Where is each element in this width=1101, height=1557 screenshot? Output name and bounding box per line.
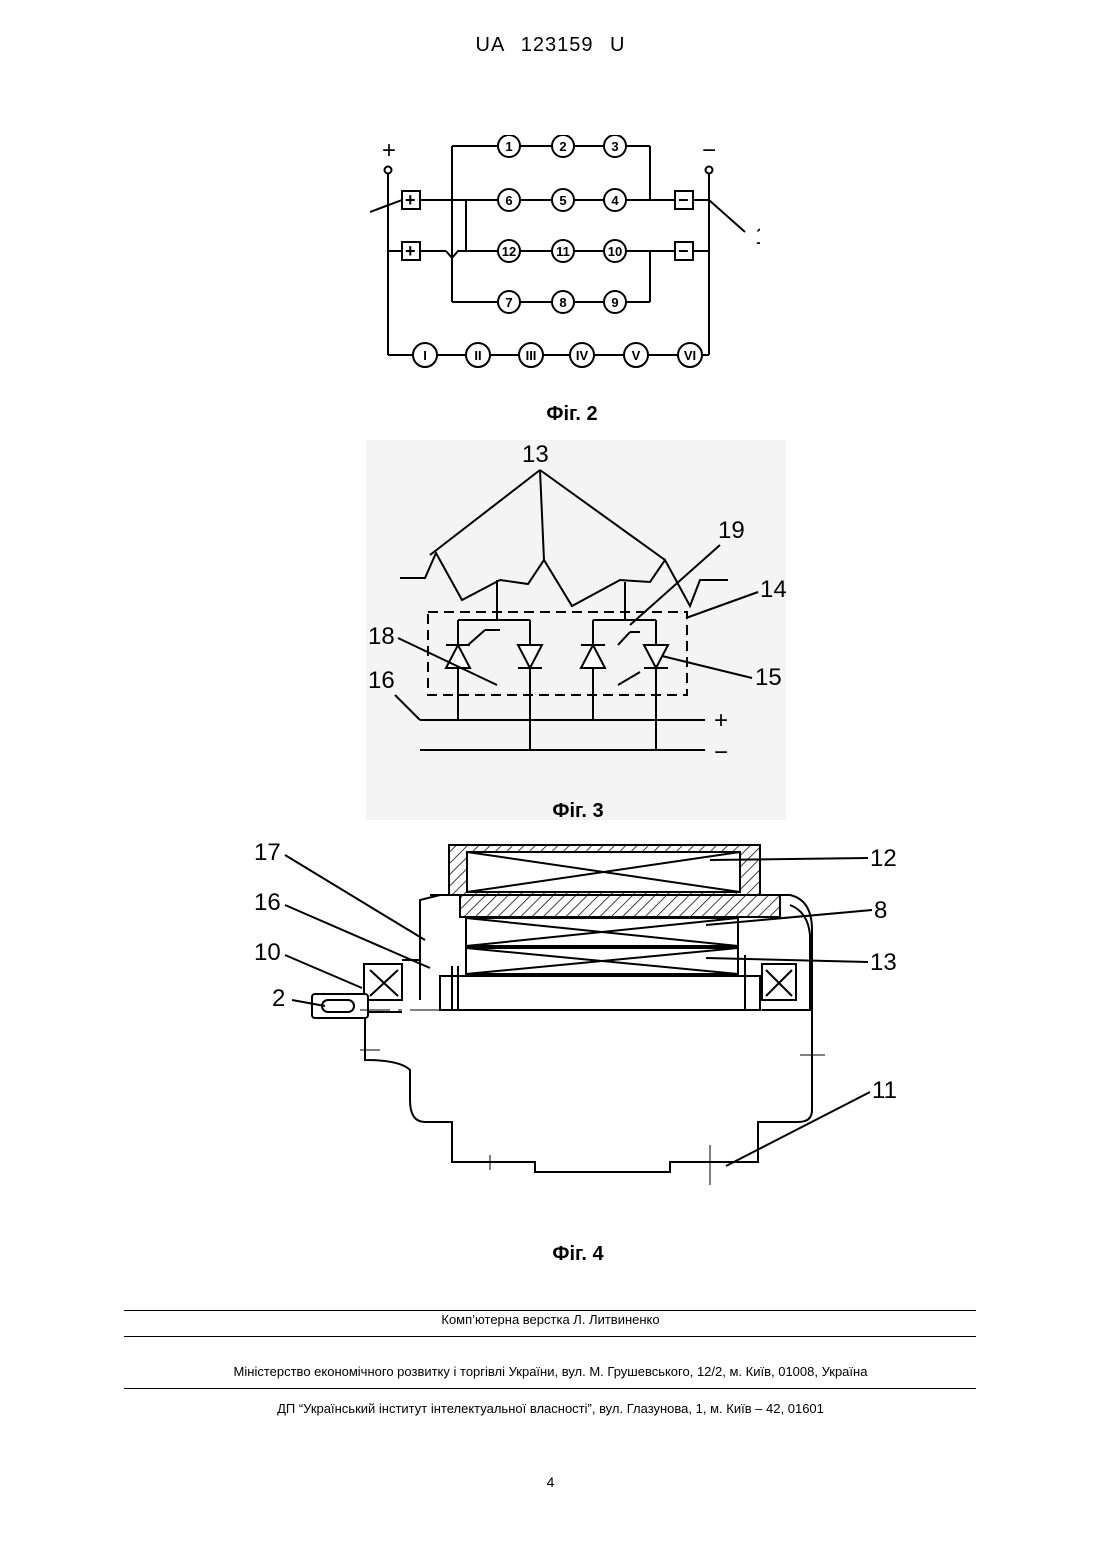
figure-4-motor-drawing: 17 16 10 2 12 8 13 11 xyxy=(248,830,908,1190)
fig2-label-19: 19 xyxy=(755,223,760,250)
fig2-plus-node xyxy=(385,167,392,174)
fig4-label-17: 17 xyxy=(254,839,281,866)
fig2-element-number: 3 xyxy=(611,139,618,154)
fig4-label-16: 16 xyxy=(254,889,281,916)
fig2-plus-box-label: + xyxy=(405,241,416,261)
fig4-stator-yoke xyxy=(460,895,780,917)
fig3-bus-minus: − xyxy=(714,739,728,766)
footer-rule-3 xyxy=(124,1388,976,1389)
footer-ministry: Міністерство економічного розвитку і тор… xyxy=(0,1364,1101,1379)
footer-institute: ДП “Український інститут інтелектуальної… xyxy=(0,1401,1101,1416)
fig2-element-number: 6 xyxy=(505,193,512,208)
fig2-element-number: 7 xyxy=(505,295,512,310)
document-id-header: UA 123159 U xyxy=(0,34,1101,57)
footer-rule-2 xyxy=(124,1336,976,1337)
fig2-element-number: 10 xyxy=(608,244,622,259)
fig2-element-number: 2 xyxy=(559,139,566,154)
fig4-label-12: 12 xyxy=(870,845,897,872)
fig2-element-number: 1 xyxy=(505,139,512,154)
fig3-bus-plus: + xyxy=(714,707,728,734)
fig2-caption: Фіг. 2 xyxy=(472,403,672,426)
fig2-roman-number: V xyxy=(632,348,641,363)
footer-rule-1 xyxy=(124,1310,976,1311)
fig2-roman-number: I xyxy=(423,348,427,363)
fig2-element-number: 9 xyxy=(611,295,618,310)
fig2-roman-number: II xyxy=(474,348,481,363)
fig2-minus-box-label: − xyxy=(678,190,689,210)
fig3-label-13: 13 xyxy=(522,441,549,468)
fig4-caption: Фіг. 4 xyxy=(478,1243,678,1266)
page-number: 4 xyxy=(0,1474,1101,1490)
fig2-minus-node xyxy=(706,167,713,174)
fig2-roman-number: III xyxy=(526,348,537,363)
footer-typesetting: Комп’ютерна верстка Л. Литвиненко xyxy=(0,1312,1101,1327)
fig2-plus-terminal: + xyxy=(382,137,396,164)
fig4-rotor xyxy=(440,976,760,1010)
fig3-label-19: 19 xyxy=(718,517,745,544)
fig4-label-8: 8 xyxy=(874,897,887,924)
fig3-label-16: 16 xyxy=(368,667,395,694)
fig2-element-number: 8 xyxy=(559,295,566,310)
figure-2-circuit: + − + + − − 123654121110789IIIIIIIVVVI 1… xyxy=(360,135,760,375)
fig2-minus-terminal: − xyxy=(702,137,716,164)
fig4-label-11: 11 xyxy=(872,1077,897,1104)
fig2-minus-box-label: − xyxy=(678,241,689,261)
fig2-plus-box-label: + xyxy=(405,190,416,210)
figure-3-circuit: 13 + − 19 14 18 16 15 xyxy=(366,440,786,820)
fig3-caption: Фіг. 3 xyxy=(478,800,678,823)
fig2-element-number: 5 xyxy=(559,193,566,208)
fig3-label-18: 18 xyxy=(368,623,395,650)
fig4-label-10: 10 xyxy=(254,939,281,966)
fig3-label-15: 15 xyxy=(755,664,782,691)
fig2-element-number: 4 xyxy=(611,193,619,208)
fig4-label-13: 13 xyxy=(870,949,897,976)
fig2-element-number: 11 xyxy=(556,244,570,259)
fig2-roman-number: IV xyxy=(576,348,589,363)
fig2-element-number: 12 xyxy=(502,244,516,259)
fig4-label-2: 2 xyxy=(272,985,285,1012)
fig2-roman-number: VI xyxy=(684,348,696,363)
fig3-label-14: 14 xyxy=(760,576,786,603)
